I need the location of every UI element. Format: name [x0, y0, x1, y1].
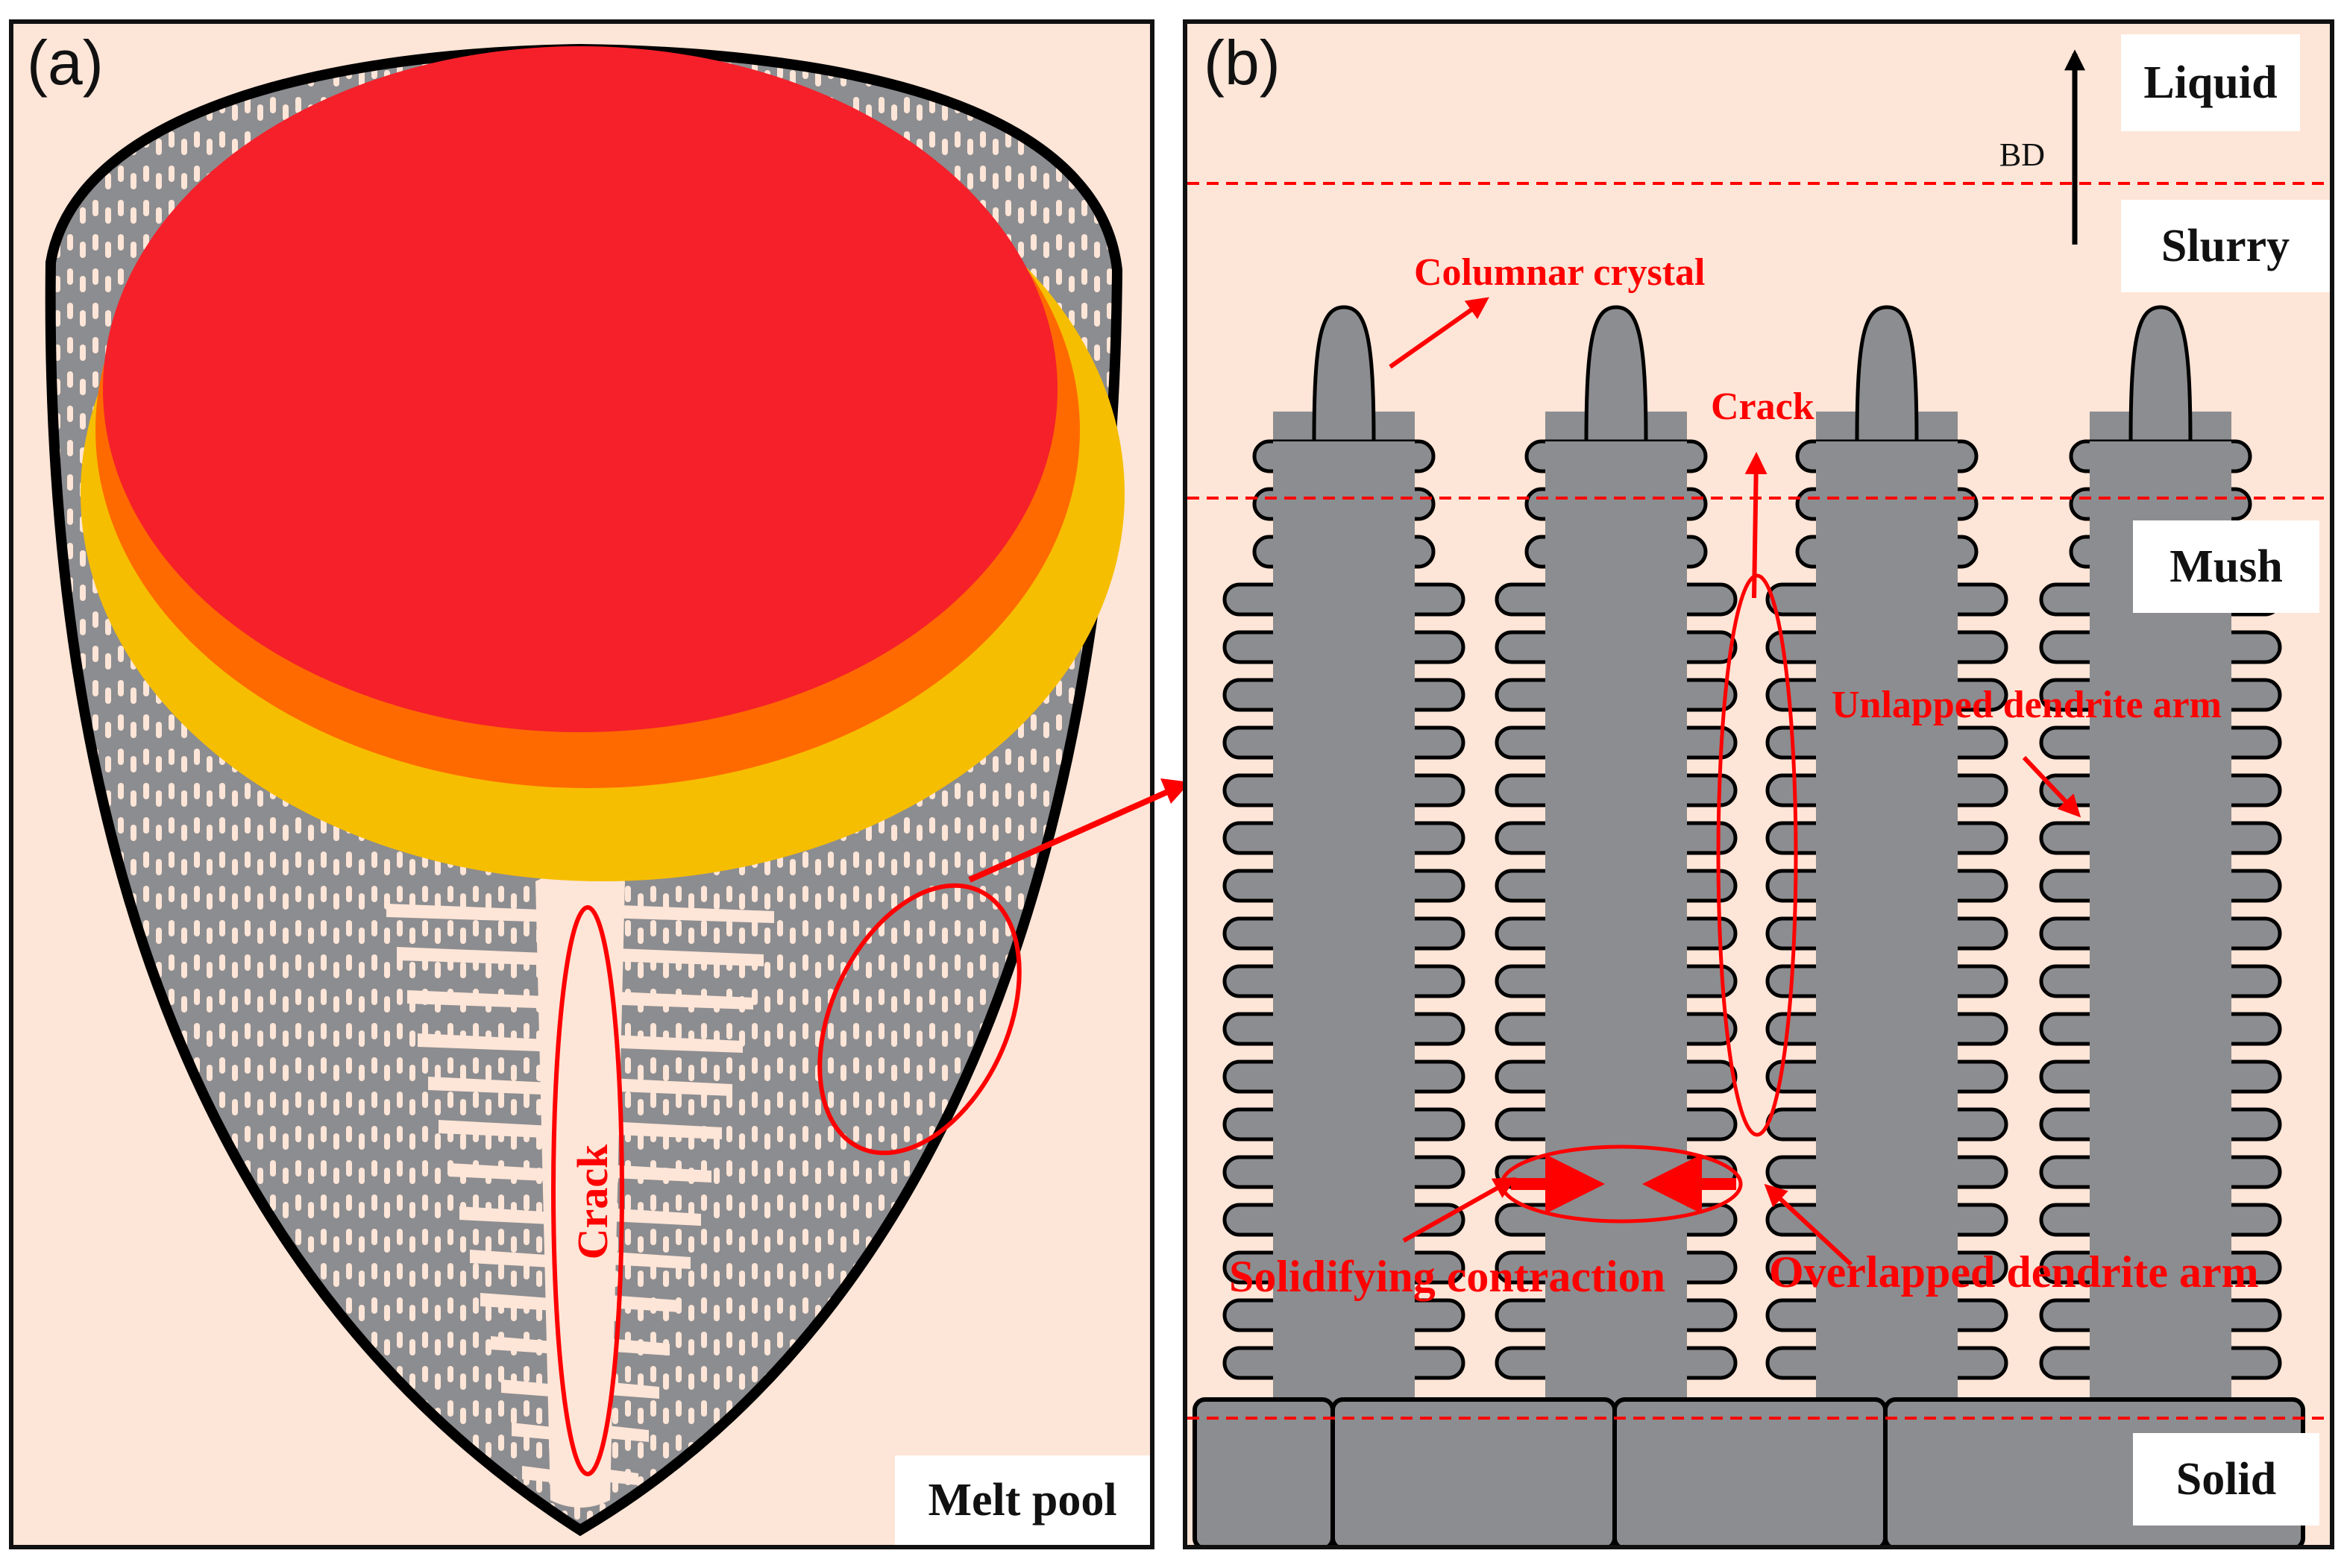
- panel-a-melt-pool: Crack (a) Melt pool: [9, 19, 1154, 1549]
- solidifying-label: Solidifying contraction: [1229, 1252, 1666, 1301]
- panel-a-label: (a): [27, 28, 104, 98]
- melt-pool-label: Melt pool: [895, 1455, 1150, 1545]
- contraction-ellipse: [1500, 1144, 1743, 1224]
- columnar-crystal-arrow: [1389, 297, 1489, 369]
- dendrite-tip: [1584, 305, 1648, 444]
- liquid-melt: [103, 46, 1058, 732]
- zone-liquid: Liquid: [2121, 34, 2300, 131]
- zone-boundaries: [1187, 182, 2330, 1420]
- magnified-region-ellipse: [817, 883, 1022, 1156]
- interdendritic-gap: [386, 904, 580, 923]
- unlapped-arrow: [2022, 755, 2081, 818]
- dendrite-core: [1545, 441, 1687, 1403]
- dendrite-tip: [1312, 305, 1376, 444]
- dendrite-diagram: BD: [1187, 49, 2330, 1545]
- dendrite-tip: [2128, 305, 2193, 444]
- overlapped-arrow: [1764, 1183, 1853, 1267]
- panel-b-label: (b): [1204, 28, 1281, 98]
- crack-label-b: Crack: [1711, 385, 1814, 428]
- bd-label: BD: [1999, 136, 2045, 173]
- interdendritic-gap: [580, 947, 764, 966]
- zone-solid: Solid: [2133, 1433, 2319, 1526]
- melt-pool-outline: [45, 43, 1123, 1537]
- interdendritic-gap: [397, 947, 580, 966]
- solid-cell: [1330, 1397, 1617, 1545]
- overlapped-label: Overlapped dendrite arm: [1769, 1247, 2259, 1297]
- dendrite-core: [1816, 441, 1958, 1403]
- melt-pool-diagram: Crack: [45, 43, 1125, 1537]
- solid-cell: [1612, 1397, 1888, 1545]
- dendrite-core: [1273, 441, 1415, 1403]
- zone-mush: Mush: [2133, 520, 2319, 613]
- panel-b-dendrites: BD (b) Liquid Slurry Mush Solid Columnar…: [1183, 19, 2334, 1549]
- interdendritic-gap: [580, 990, 753, 1010]
- unlapped-label: Unlapped dendrite arm: [1832, 684, 2222, 726]
- dendrite-tip: [1855, 305, 1919, 444]
- crack-label-a: Crack: [568, 1144, 617, 1259]
- crack-ellipse-b: [1716, 573, 1798, 1137]
- interdendritic-gap: [580, 904, 774, 923]
- crack-ellipse: [551, 905, 624, 1476]
- solidifying-arrow: [1402, 1177, 1517, 1243]
- zone-slurry: Slurry: [2121, 200, 2330, 292]
- columnar-crystal-label: Columnar crystal: [1414, 251, 1706, 294]
- interdendritic-gap: [407, 990, 580, 1010]
- solid-cell: [1193, 1397, 1335, 1545]
